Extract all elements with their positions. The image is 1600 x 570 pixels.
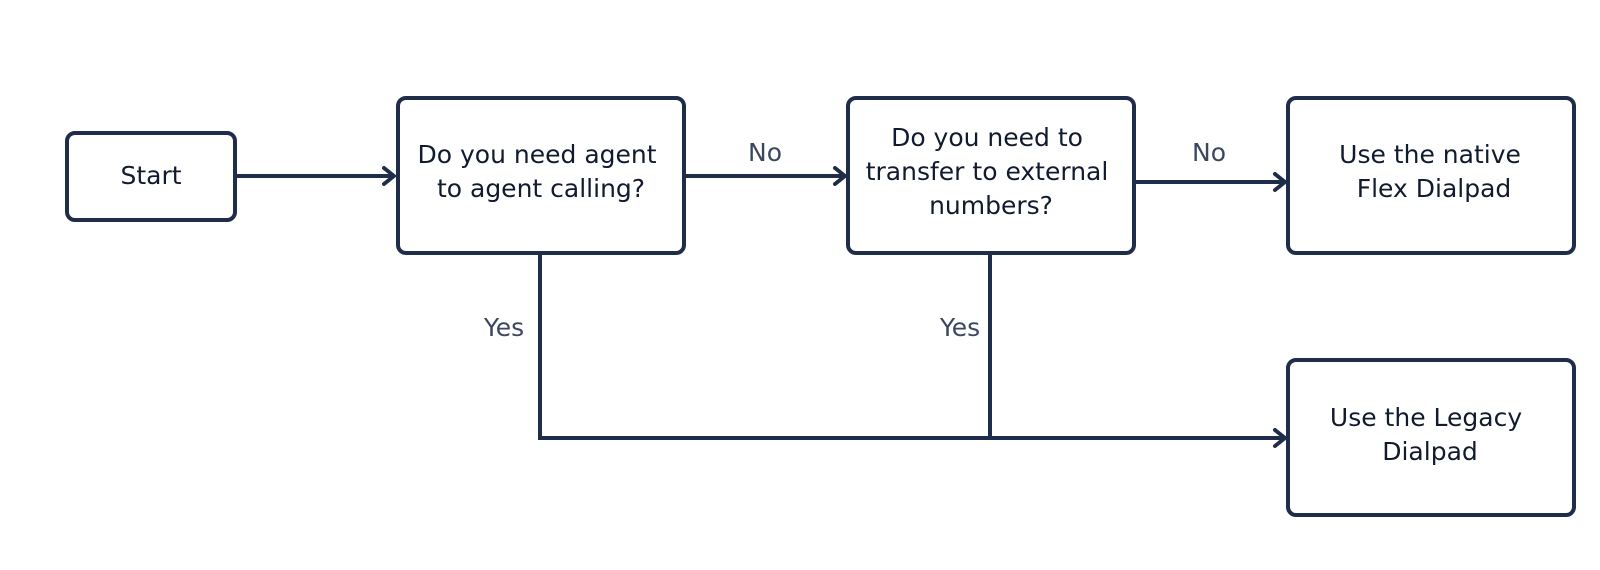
node-agent-calling-label: Do you need agent to agent calling? bbox=[418, 140, 665, 203]
edge-labels: No No Yes Yes bbox=[483, 138, 1226, 342]
node-external-label: Do you need to transfer to external numb… bbox=[866, 123, 1117, 220]
node-legacy-dialpad-label: Use the Legacy Dialpad bbox=[1330, 403, 1530, 466]
node-external-question: Do you need to transfer to external numb… bbox=[846, 96, 1136, 255]
edge-label-no-1: No bbox=[748, 138, 782, 167]
connectors bbox=[233, 166, 1287, 448]
node-legacy-dialpad: Use the Legacy Dialpad bbox=[1286, 358, 1576, 517]
edge-label-yes-1: Yes bbox=[483, 313, 524, 342]
node-native-dialpad: Use the native Flex Dialpad bbox=[1286, 96, 1576, 255]
node-start: Start bbox=[65, 131, 237, 222]
edge-agent-calling-yes bbox=[538, 252, 1285, 440]
node-agent-calling-question: Do you need agent to agent calling? bbox=[396, 96, 686, 255]
node-start-label: Start bbox=[120, 161, 181, 190]
node-native-dialpad-box bbox=[1286, 96, 1576, 255]
edge-label-yes-2: Yes bbox=[939, 313, 980, 342]
node-external-box bbox=[846, 96, 1136, 255]
arrowhead-agent-calling bbox=[382, 166, 396, 186]
node-agent-calling-box bbox=[396, 96, 686, 255]
node-start-box bbox=[65, 131, 237, 222]
edge-label-no-2: No bbox=[1192, 138, 1226, 167]
arrowhead-legacy-dialpad bbox=[1273, 428, 1287, 448]
arrowhead-native-dialpad bbox=[1273, 172, 1287, 192]
arrowhead-external bbox=[833, 166, 847, 186]
node-legacy-dialpad-box bbox=[1286, 358, 1576, 517]
node-native-dialpad-label: Use the native Flex Dialpad bbox=[1339, 140, 1529, 203]
